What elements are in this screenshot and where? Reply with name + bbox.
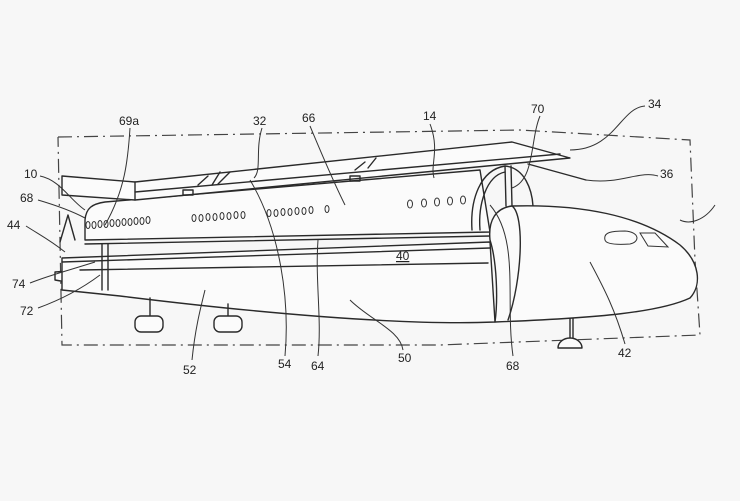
label-72: 72 xyxy=(20,304,34,318)
label-66: 66 xyxy=(302,111,316,125)
label-36: 36 xyxy=(660,167,674,181)
lower-fuselage xyxy=(61,241,496,324)
nose-joint xyxy=(507,205,521,321)
label-42: 42 xyxy=(618,346,632,360)
cockpit-window xyxy=(639,232,670,248)
fuselage-line xyxy=(79,262,489,271)
roof-edge xyxy=(134,153,561,193)
label-10: 10 xyxy=(24,167,38,181)
cockpit-window xyxy=(604,230,638,245)
strut-36 xyxy=(527,163,587,181)
tail-fin xyxy=(59,214,76,243)
nose-section xyxy=(489,205,699,323)
label-44: 44 xyxy=(7,218,21,232)
label-50: 50 xyxy=(398,351,412,365)
leader-lines xyxy=(25,105,716,361)
label-64: 64 xyxy=(311,359,325,373)
label-34: 34 xyxy=(648,97,662,111)
label-74: 74 xyxy=(12,277,26,291)
label-32: 32 xyxy=(253,114,267,128)
boundary-outline xyxy=(57,129,701,346)
label-54: 54 xyxy=(278,357,292,371)
nose-landing-gear xyxy=(557,317,583,349)
label-69a: 69a xyxy=(119,114,139,128)
label-14: 14 xyxy=(423,109,437,123)
label-70: 70 xyxy=(531,102,545,116)
label-52: 52 xyxy=(183,363,197,377)
rear-landing-gear xyxy=(134,297,243,333)
label-68-left: 68 xyxy=(20,191,34,205)
cabin-floor xyxy=(84,235,491,245)
roof-brackets xyxy=(182,157,377,196)
fuselage-line xyxy=(61,247,491,263)
arch-frame-inner xyxy=(479,171,506,231)
arch-post xyxy=(504,165,507,207)
arch-post xyxy=(510,165,513,207)
cabin-windows xyxy=(85,195,466,229)
label-68-bottom: 68 xyxy=(506,359,520,373)
label-40: 40 xyxy=(396,249,410,263)
